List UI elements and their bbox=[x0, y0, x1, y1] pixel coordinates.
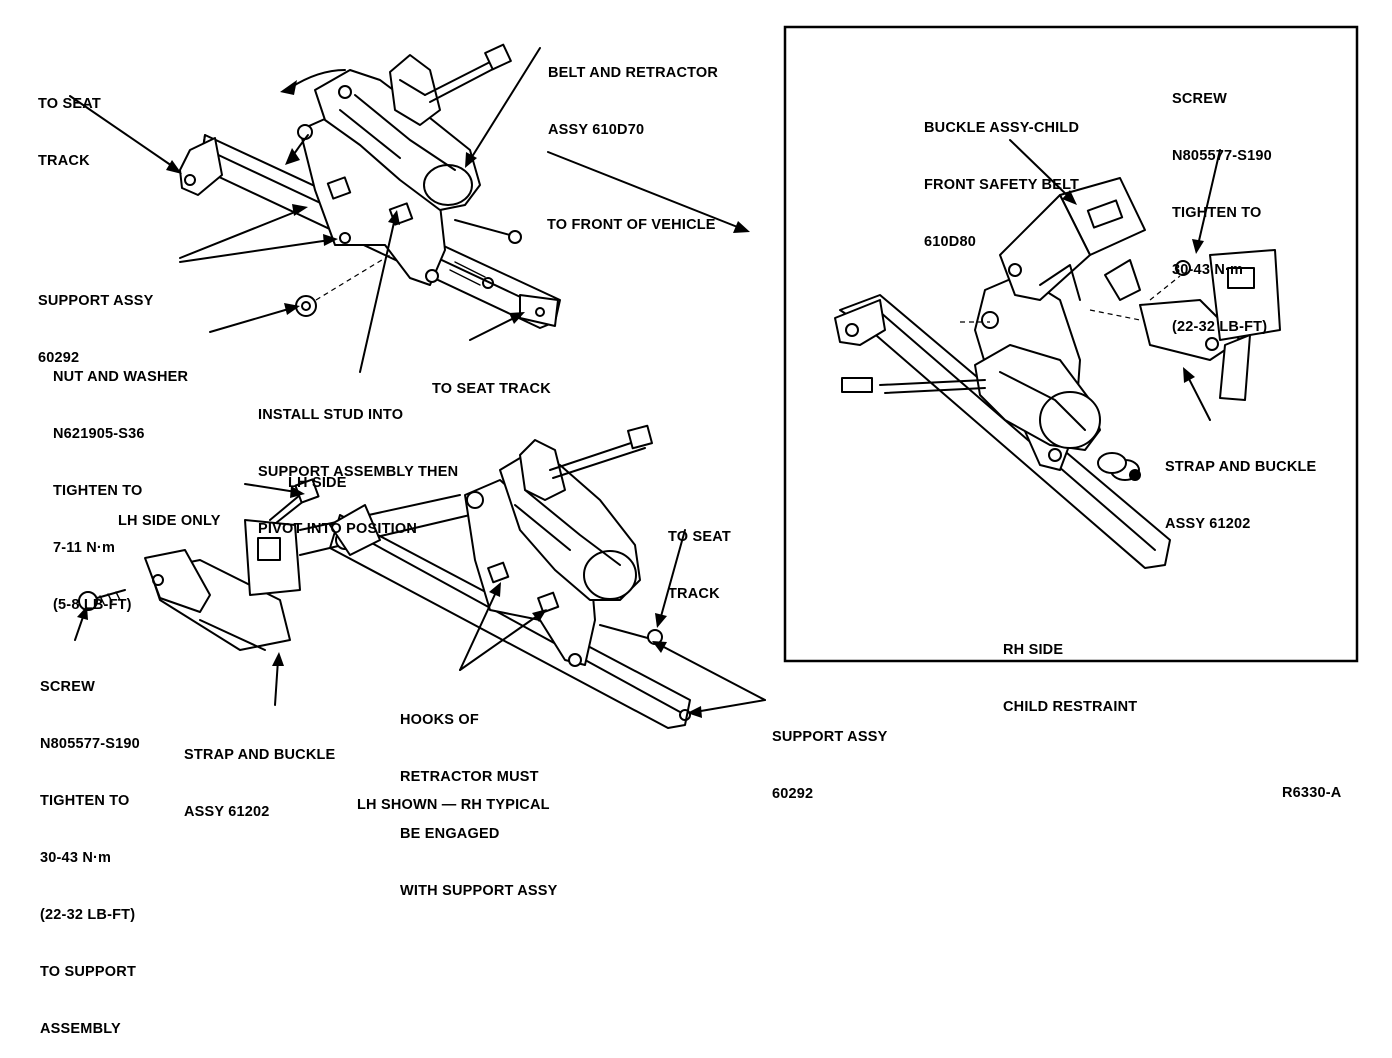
label-nut-and-washer: NUT AND WASHER N621905-S36 TIGHTEN TO 7-… bbox=[53, 369, 189, 613]
rh-inset-frame bbox=[783, 25, 1359, 663]
label-support-assy-bottom: SUPPORT ASSY 60292 bbox=[772, 729, 888, 802]
label-to-seat-track-mid: TO SEAT TRACK bbox=[432, 381, 551, 397]
label-lh-shown-rh-typical: LH SHOWN — RH TYPICAL bbox=[357, 797, 550, 813]
lh-assembly-top bbox=[179, 43, 561, 329]
label-lh-side-only: LH SIDE ONLY bbox=[118, 513, 221, 529]
leaders-bottom bbox=[74, 483, 766, 718]
label-strap-buckle-right: STRAP AND BUCKLE ASSY 61202 bbox=[1165, 459, 1317, 532]
label-lh-side: LH SIDE bbox=[288, 475, 347, 491]
label-belt-retractor: BELT AND RETRACTOR ASSY 610D70 bbox=[548, 65, 719, 138]
rh-assembly bbox=[834, 177, 1281, 569]
diagram-artwork bbox=[69, 25, 1359, 729]
label-rh-side-child-restraint: RH SIDE CHILD RESTRAINT bbox=[1003, 642, 1138, 715]
label-to-seat-track-bottom: TO SEAT TRACK bbox=[668, 529, 731, 602]
lh-assembly-bottom bbox=[78, 424, 691, 729]
label-screw-right: SCREW N805577-S190 TIGHTEN TO 30-43 N·m … bbox=[1172, 91, 1272, 335]
label-buckle-assy-child: BUCKLE ASSY-CHILD FRONT SAFETY BELT 610D… bbox=[924, 120, 1080, 250]
label-install-stud: INSTALL STUD INTO SUPPORT ASSEMBLY THEN … bbox=[258, 407, 459, 537]
diagram-stage: TO SEAT TRACK BELT AND RETRACTOR ASSY 61… bbox=[38, 25, 1359, 1037]
label-to-seat-track-top-left: TO SEAT TRACK bbox=[38, 96, 101, 169]
label-figure-code: R6330-A bbox=[1282, 785, 1342, 801]
label-strap-buckle-bottom: STRAP AND BUCKLE ASSY 61202 bbox=[184, 747, 336, 820]
leaders-top-left bbox=[69, 47, 750, 373]
label-support-assy-top: SUPPORT ASSY 60292 bbox=[38, 293, 154, 366]
label-to-front-of-vehicle: TO FRONT OF VEHICLE bbox=[547, 217, 716, 233]
leaders-rh bbox=[1009, 139, 1221, 421]
label-screw-bottom: SCREW N805577-S190 TIGHTEN TO 30-43 N·m … bbox=[40, 679, 140, 1037]
